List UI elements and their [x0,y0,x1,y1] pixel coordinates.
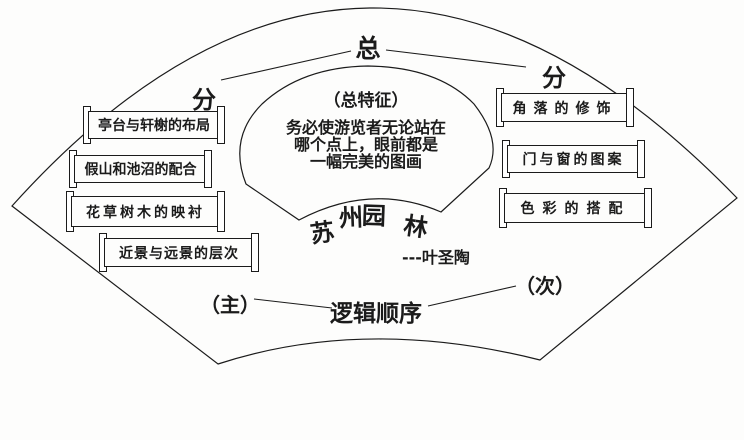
right-branch-label: 分 [542,64,566,92]
center-line-2: 哪个点上，眼前都是 [293,135,438,154]
title-char-lin: 林 [401,211,430,243]
title-char-zhou: 州 [338,203,364,233]
left-scroll-4: 近景与远景的层次 [99,233,259,272]
author-label: ---叶圣陶 [402,248,470,267]
scroll-label: 角落的修饰 [501,93,629,122]
left-branch-label: 分 [192,86,216,114]
scroll-label: 色彩的搭配 [504,193,647,223]
scroll-rod-right [204,150,212,188]
scroll-rod-right [644,188,652,228]
center-line-3: 一幅完美的图画 [309,152,422,171]
right-scroll-1: 角落的修饰 [496,88,634,127]
fan-outline [11,7,738,365]
scroll-label: 亭台与轩榭的布局 [88,111,220,139]
secondary-order-label: （次） [515,274,575,298]
title-char-yuan: 园 [361,201,387,231]
center-heading: （总特征） [323,91,409,111]
scroll-rod-right [626,88,634,127]
scroll-label: 假山和池沼的配合 [74,155,207,183]
scroll-rod-right [637,140,645,178]
scroll-label: 近景与远景的层次 [104,238,254,267]
left-scroll-2: 假山和池沼的配合 [69,150,212,188]
logical-order-label: 逻辑顺序 [330,301,422,327]
center-shape-outline [239,65,494,221]
left-scroll-3: 花草树木的映衬 [66,191,225,232]
root-label: 总 [355,34,381,63]
scroll-label: 门与窗的图案 [507,145,640,173]
center-line-1: 务必使游览者无论站在 [285,118,446,137]
right-scroll-3: 色彩的搭配 [499,188,652,228]
scroll-rod-right [251,233,259,272]
line-order-to-secondary [427,285,517,307]
main-order-label: （主） [200,293,260,317]
line-main-to-order [253,298,333,309]
scroll-rod-right [217,191,225,232]
scroll-rod-right [217,106,225,144]
right-scroll-2: 门与窗的图案 [502,140,645,178]
left-scroll-1: 亭台与轩榭的布局 [83,106,225,144]
scroll-label: 花草树木的映衬 [71,196,220,227]
line-root-to-right-branch [385,49,527,68]
title-char-su: 苏 [308,217,337,249]
line-root-to-left-branch [220,50,352,81]
